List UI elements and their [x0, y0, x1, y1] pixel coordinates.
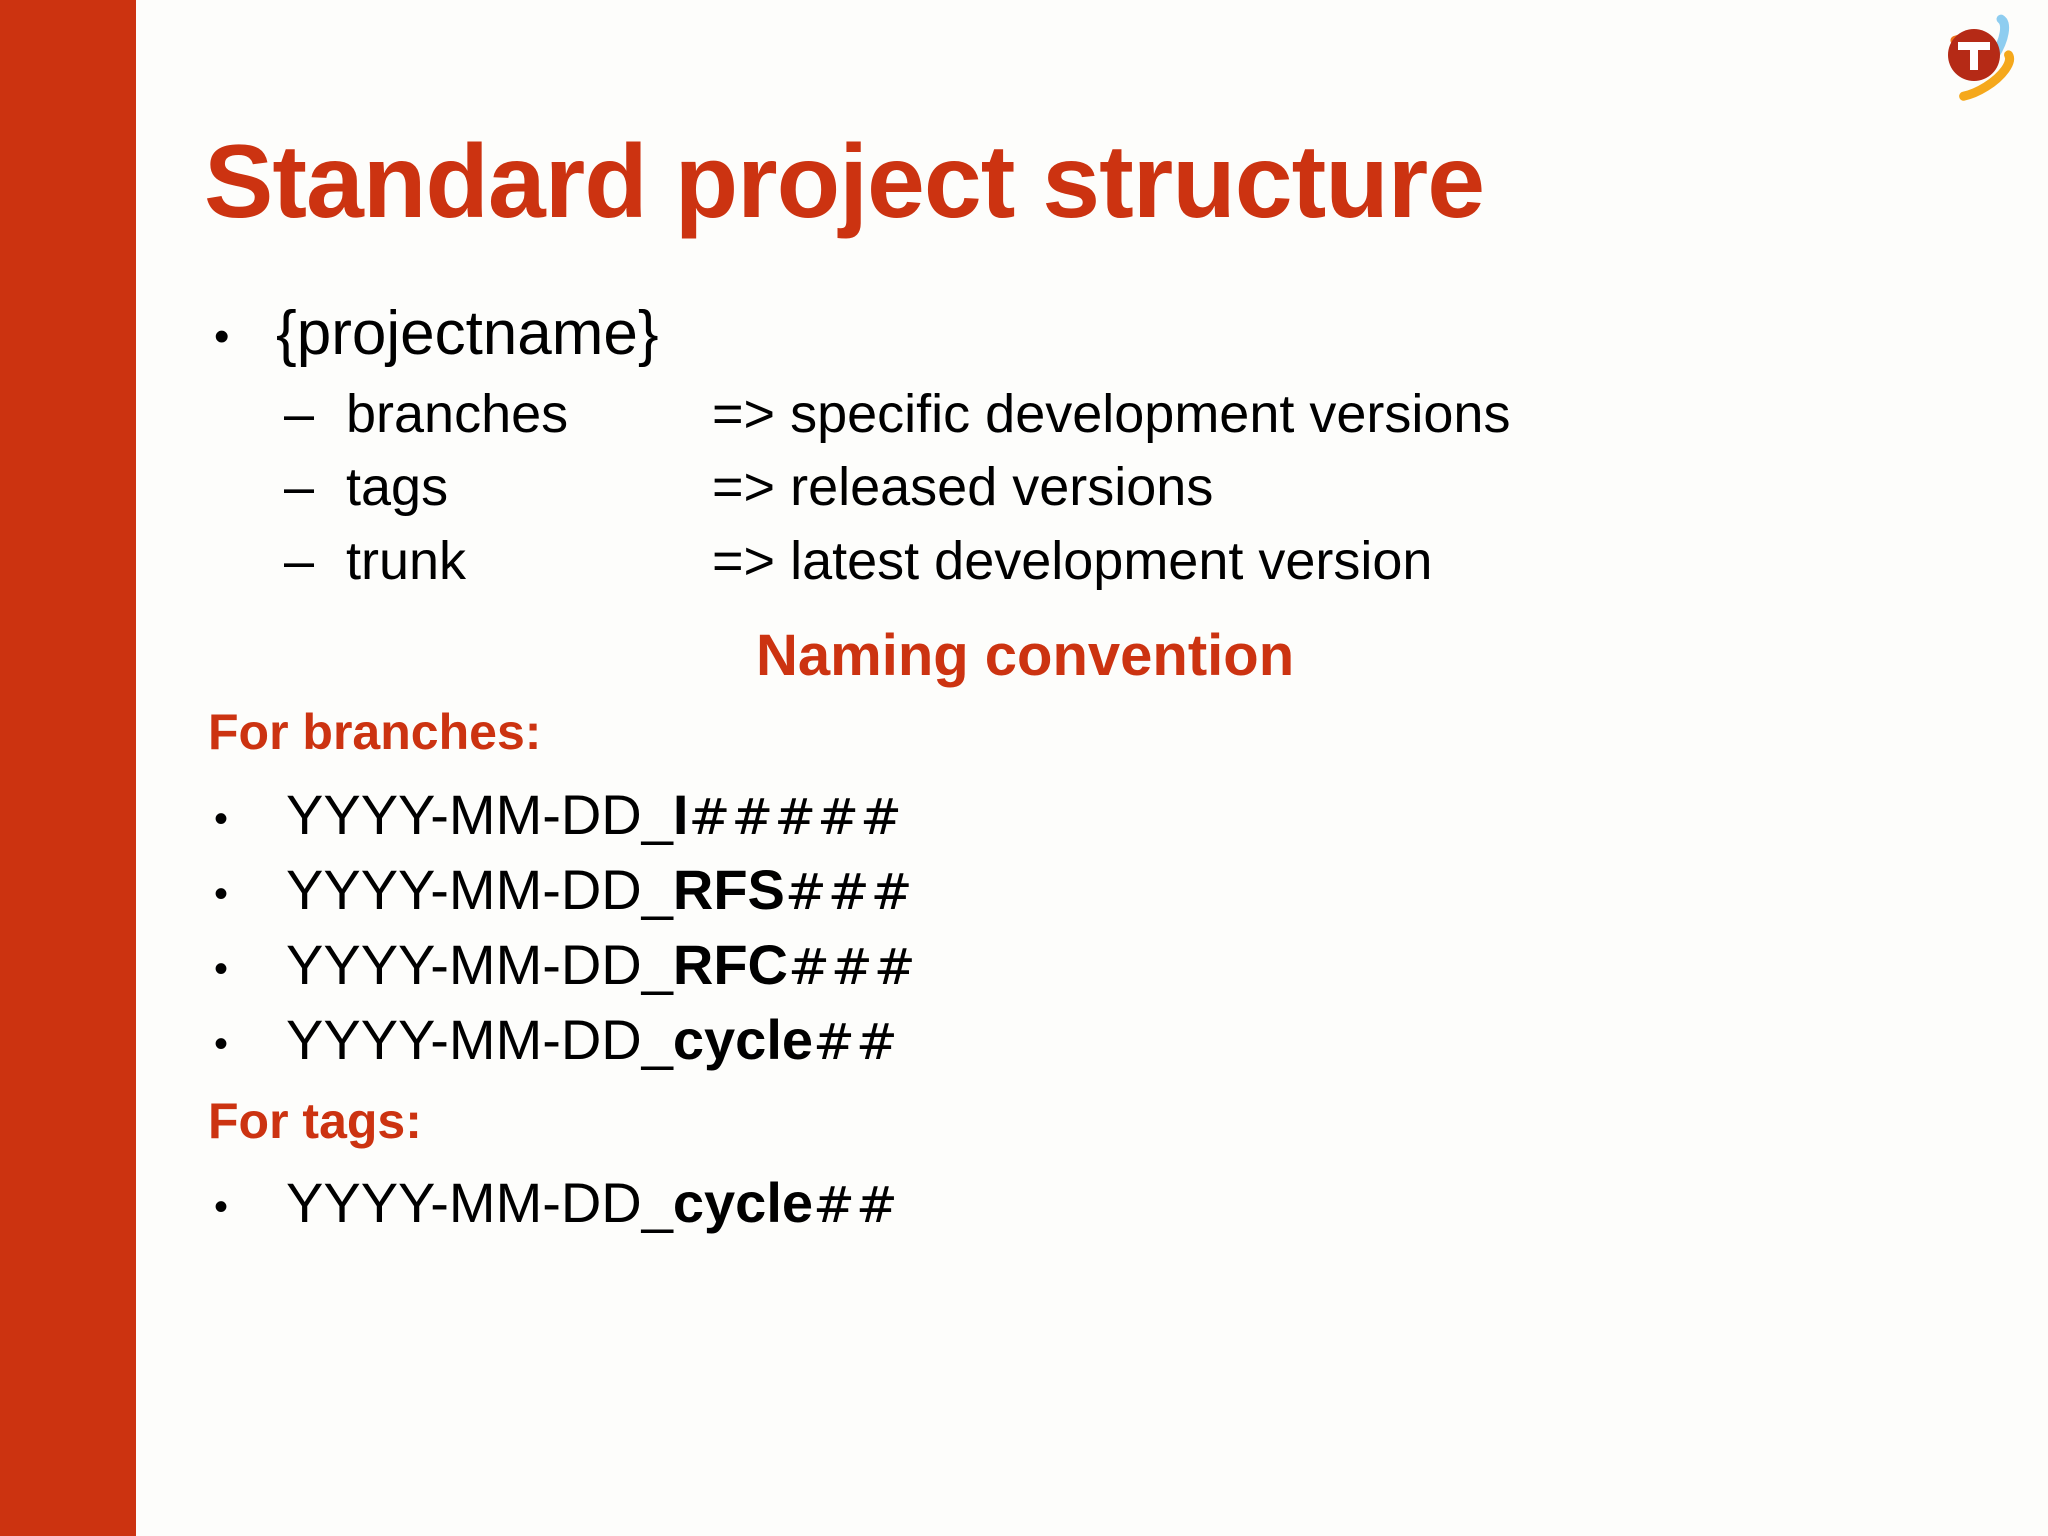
- slide-title: Standard project structure: [204, 124, 1485, 240]
- pattern-hashes: #####: [688, 788, 903, 846]
- outline-root-item: • {projectname}: [214, 299, 659, 368]
- description-text: latest development version: [790, 531, 1433, 591]
- dash-icon: –: [284, 531, 315, 591]
- arrow-glyph: =>: [712, 384, 776, 444]
- bullet-dot-icon: •: [214, 946, 229, 991]
- company-t-logo: [1908, 8, 2028, 118]
- pattern-token: cycle: [672, 1008, 814, 1071]
- sub-item-description: => released versions: [712, 457, 1214, 517]
- pattern-prefix: YYYY-MM-DD_: [286, 858, 673, 921]
- pattern-prefix: YYYY-MM-DD_: [286, 783, 673, 846]
- pattern-hashes: ##: [813, 1176, 899, 1234]
- sub-item-name: tags: [346, 457, 449, 517]
- bullet-dot-icon: •: [214, 871, 229, 916]
- bullet-dot-icon: •: [214, 312, 230, 362]
- sub-item-name: branches: [346, 384, 569, 444]
- outline-root-label: {projectname}: [276, 299, 659, 368]
- naming-convention-heading: Naming convention: [756, 623, 1295, 688]
- pattern-prefix: YYYY-MM-DD_: [286, 1008, 673, 1071]
- bullet-dot-icon: •: [214, 796, 229, 841]
- branch-pattern-row: • YYYY-MM-DD_I#####: [214, 782, 903, 847]
- pattern-token: cycle: [672, 1171, 814, 1234]
- left-accent-bar: [0, 0, 136, 1536]
- pattern-hashes: ##: [813, 1013, 899, 1071]
- branch-pattern-row: • YYYY-MM-DD_RFS###: [214, 857, 914, 922]
- pattern-hashes: ###: [787, 938, 917, 996]
- description-text: released versions: [790, 457, 1214, 517]
- bullet-dot-icon: •: [214, 1184, 229, 1229]
- for-tags-label: For tags:: [208, 1093, 422, 1149]
- dash-icon: –: [284, 457, 315, 517]
- pattern-token: I: [672, 783, 689, 846]
- pattern-hashes: ###: [784, 863, 914, 921]
- sub-item-name: trunk: [346, 531, 467, 591]
- pattern-token: RFC: [672, 933, 788, 996]
- description-text: specific development versions: [790, 384, 1511, 444]
- sub-item-description: => specific development versions: [712, 384, 1511, 444]
- tag-pattern-row: • YYYY-MM-DD_cycle##: [214, 1170, 899, 1235]
- dash-icon: –: [284, 384, 315, 444]
- for-branches-label: For branches:: [208, 704, 542, 760]
- sub-item-description: => latest development version: [712, 531, 1433, 591]
- pattern-prefix: YYYY-MM-DD_: [286, 1171, 673, 1234]
- arrow-glyph: =>: [712, 531, 776, 591]
- arrow-glyph: =>: [712, 457, 776, 517]
- pattern-token: RFS: [672, 858, 785, 921]
- branch-pattern-row: • YYYY-MM-DD_cycle##: [214, 1007, 899, 1072]
- branch-pattern-row: • YYYY-MM-DD_RFC###: [214, 932, 917, 997]
- pattern-prefix: YYYY-MM-DD_: [286, 933, 673, 996]
- bullet-dot-icon: •: [214, 1021, 229, 1066]
